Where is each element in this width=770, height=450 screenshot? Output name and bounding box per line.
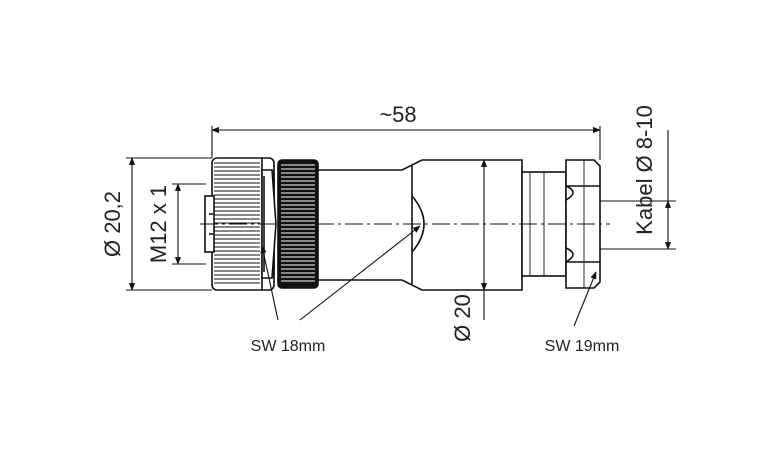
sw19-leader — [573, 271, 597, 327]
wrench-sw19-label: SW 19mm — [545, 338, 620, 355]
sw18-leader — [260, 245, 279, 321]
outer-diameter-label: Ø 20,2 — [100, 191, 125, 257]
dimension-lines — [126, 126, 676, 327]
cable-range-label: Kabel Ø 8-10 — [632, 105, 657, 235]
sw18-leader-2 — [299, 225, 421, 321]
main-body-cylinder — [317, 159, 523, 291]
thread-label: M12 x 1 — [146, 185, 171, 263]
body-diameter-label: Ø 20 — [450, 294, 475, 342]
wrench-sw18-label: SW 18mm — [251, 338, 326, 355]
overall-length-label: ~58 — [379, 102, 416, 127]
